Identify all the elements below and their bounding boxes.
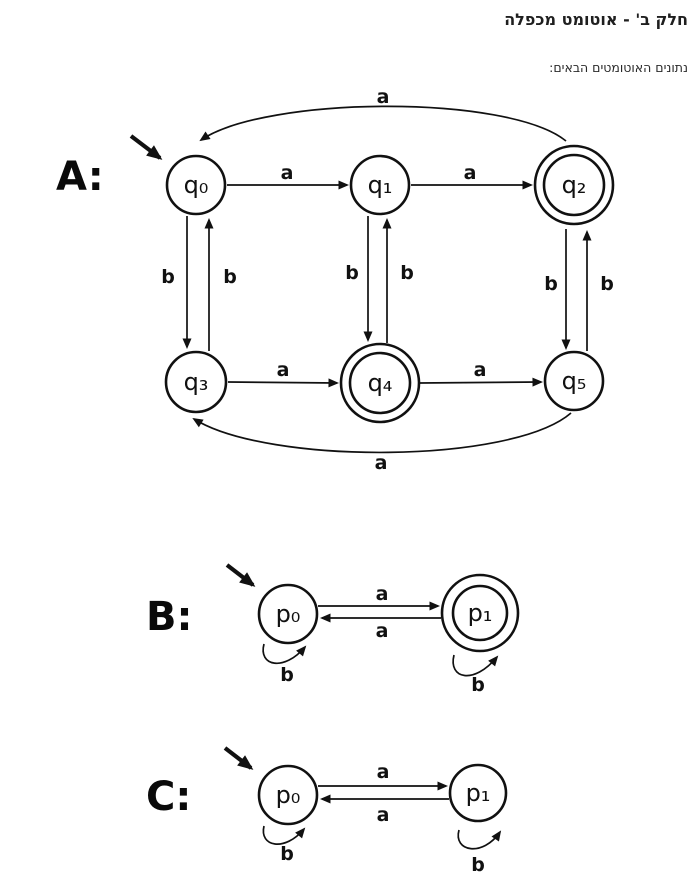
state-q3: q₃: [164, 350, 228, 414]
state-label: q₄: [368, 369, 393, 397]
transition-label: b: [161, 266, 175, 288]
transition-label: a: [277, 359, 290, 381]
automaton-b-label: B:: [146, 594, 193, 640]
intro-text: נתונים האוטומטים הבאים:: [549, 60, 688, 75]
state-label: p₁: [466, 779, 491, 807]
transition-p1-p0: a: [320, 613, 441, 642]
transition-q2-q5: b: [544, 229, 571, 350]
state-label: p₀: [276, 781, 301, 809]
transition-label: a: [376, 583, 389, 605]
transition-q0-q1: a: [227, 162, 349, 190]
transition-label: b: [471, 854, 485, 876]
transition-q4-q1: b: [382, 218, 414, 343]
state-p1: p₁: [448, 763, 508, 823]
transition-label: b: [544, 273, 558, 295]
transition-label: a: [375, 452, 388, 474]
state-label: q₀: [184, 171, 209, 199]
transition-q3-q0: b: [204, 218, 237, 351]
state-label: p₀: [276, 600, 301, 628]
transition-label: b: [280, 664, 294, 686]
transition-label: b: [400, 262, 414, 284]
transition-p0-p1: a: [318, 583, 440, 611]
transition-q5-q2: b: [582, 230, 614, 351]
transition-q0-q3: b: [161, 216, 192, 349]
self-loop-p1: b: [457, 829, 502, 876]
edge-arrow: [262, 825, 306, 845]
transition-label: a: [281, 162, 294, 184]
transition-label: b: [471, 674, 485, 696]
state-label: q₃: [184, 368, 209, 396]
transition-q4-q5: a: [419, 359, 543, 387]
start-arrow-p0: [225, 563, 256, 587]
self-loop-p0: b: [262, 825, 306, 865]
transition-p1-p0: a: [320, 794, 449, 826]
transition-label: b: [280, 843, 294, 865]
automaton-c-diagram: a a b b p₀ p₁: [223, 746, 508, 876]
state-p0: p₀: [257, 583, 319, 645]
transition-label: a: [377, 761, 390, 783]
state-q2-accepting: q₂: [533, 144, 615, 226]
transition-p0-p1: a: [318, 761, 448, 791]
state-p1-accepting: p₁: [440, 573, 520, 653]
edge-arrow: [199, 105, 567, 142]
transition-label: b: [600, 273, 614, 295]
transition-label: b: [223, 266, 237, 288]
edge-arrow: [452, 654, 499, 677]
automaton-a-diagram: a a a b b b b: [129, 86, 615, 474]
state-q5: q₅: [543, 350, 605, 412]
automaton-a-label: A:: [56, 154, 104, 200]
transition-label: a: [464, 162, 477, 184]
transition-q2-q0: a: [199, 86, 567, 142]
page-title: חלק ב' - אוטומט מכפלה: [504, 10, 688, 29]
automaton-b-diagram: a a b b p₀ p₁: [225, 563, 520, 696]
state-label: q₂: [562, 171, 587, 199]
start-arrow-p0: [223, 746, 254, 770]
transition-q5-q3: a: [192, 412, 572, 474]
state-label: q₁: [368, 171, 393, 199]
edge-arrow: [192, 412, 572, 454]
transition-label: a: [377, 804, 390, 826]
start-arrow-q0: [129, 134, 163, 160]
self-loop-p1: b: [452, 654, 499, 696]
state-p0: p₀: [257, 764, 319, 826]
state-q1: q₁: [349, 154, 411, 216]
transition-label: a: [377, 86, 390, 108]
state-label: p₁: [468, 599, 493, 627]
state-q0: q₀: [165, 154, 227, 216]
transition-q1-q4: b: [345, 216, 373, 342]
self-loop-p0: b: [262, 643, 307, 686]
state-label: q₅: [562, 367, 587, 395]
edge-arrow: [457, 829, 502, 850]
transition-q3-q4: a: [227, 359, 339, 388]
edge-arrow: [262, 643, 307, 664]
transition-label: a: [474, 359, 487, 381]
automaton-c-label: C:: [146, 774, 192, 820]
transition-q1-q2: a: [411, 162, 533, 190]
state-q4-accepting: q₄: [339, 342, 421, 424]
transition-label: a: [376, 620, 389, 642]
edge-arrow: [227, 378, 339, 388]
edge-arrow: [419, 377, 543, 387]
transition-label: b: [345, 262, 359, 284]
